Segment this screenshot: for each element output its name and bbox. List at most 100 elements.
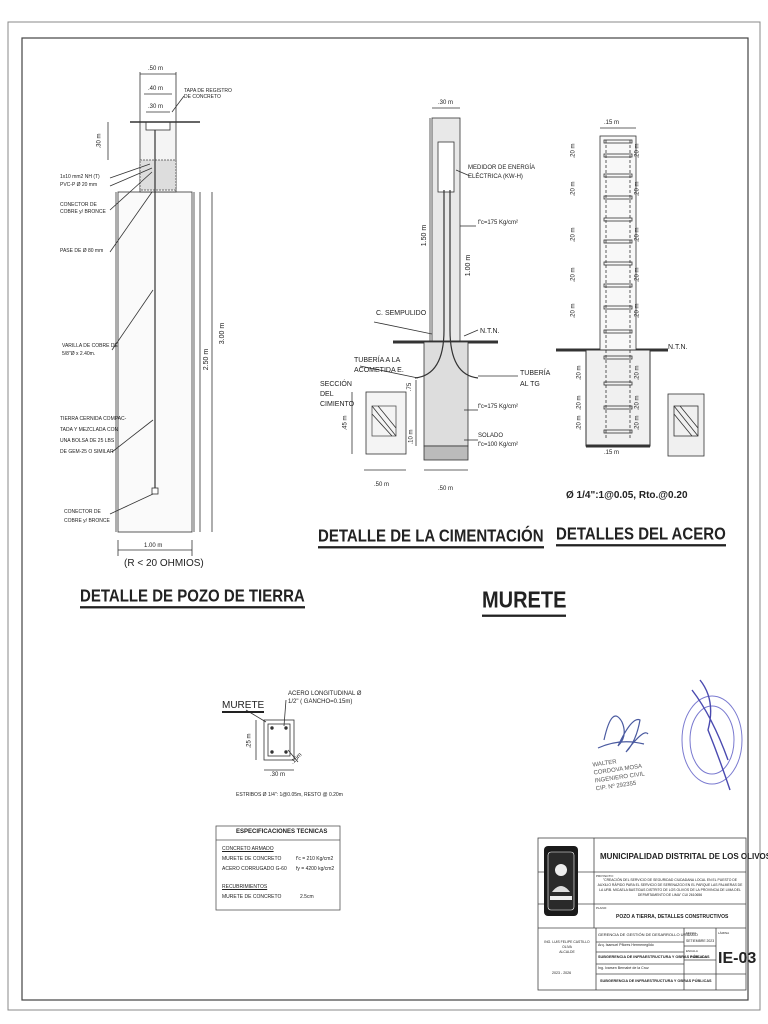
acero-spacing-label: .20 m [570, 143, 577, 159]
pozo-conector-bot-label: CONECTOR DE COBRE y/ BRONCE [64, 508, 110, 526]
acero-title: DETALLES DEL ACERO [556, 525, 726, 547]
cim-tuberia-tg-line-1: TUBERÍA [520, 370, 551, 377]
cim-medidor-label: MEDIDOR DE ENERGÍA ELÉCTRICA (KW-H) [468, 164, 535, 182]
pozo-title: DETALLE DE POZO DE TIERRA [80, 587, 305, 609]
acero-spacing-label: .20 m [634, 303, 641, 319]
cim-dim-75: .75 [407, 382, 414, 392]
acero-spacing-label: .20 m [634, 181, 641, 197]
specs-concreto-head: CONCRETO ARMADO [222, 846, 274, 852]
cim-seccion-line-2: DEL [320, 391, 334, 398]
tb-alcalde-name: ING. LUIS FELIPE CASTILLO OLIVA [544, 940, 590, 949]
pozo-dim-40: .40 m [148, 86, 164, 92]
pozo-conector-top-label: CONECTOR DE COBRE y/ BRONCE [60, 202, 106, 216]
pozo-tapa-line-1: TAPA DE REGISTRO [184, 88, 232, 94]
acero-stirrup [603, 405, 633, 410]
official-stamp [681, 679, 743, 791]
cim-solado-line-2: f'c=100 Kg/cm² [478, 442, 518, 448]
cim-seccion-line-1: SECCIÓN [320, 381, 352, 388]
cimentacion-drawing [351, 107, 518, 471]
tb-proyecto-label: PROYECTO: [596, 874, 614, 878]
acero-spacing-label: .20 m [570, 181, 577, 197]
tb-gerencia: GERENCIA DE GESTIÓN DE DESARROLLO URBANO [598, 932, 698, 937]
tb-escala-label: ESCALA [686, 949, 698, 953]
cim-dim-100: 1.00 m [465, 254, 473, 277]
acero-stirrup [603, 381, 633, 386]
cim-tuberia-acometida-line-1: TUBERÍA A LA [354, 357, 401, 364]
tb-plano-label: PLANO: [596, 906, 608, 910]
pozo-dim-30v: .30 m [96, 133, 103, 149]
cim-tuberia-tg-line-2: AL TG [520, 381, 540, 388]
murete-acero-label: ACERO LONGITUDINAL Ø 1/2" ( GANCHO=0.15m… [288, 690, 361, 706]
acero-stirrups [603, 139, 633, 434]
pozo-varilla-label: VARILLA DE COBRE DE 5/8"Ø x 2.40m. [62, 342, 118, 358]
specs-row1-label: MURETE DE CONCRETO [222, 856, 282, 862]
cim-solado-line-1: SOLADO [478, 433, 504, 439]
acero-dim-top: .15 m [604, 120, 620, 126]
murete-dim-25: .25 m [246, 733, 253, 749]
acero-spacing-label: .20 m [634, 415, 641, 431]
cim-dim-50b: .50 m [438, 486, 454, 492]
acero-estribo: Ø 1/4":1@0.05, Rto.@0.20 [566, 490, 688, 501]
pozo-tierra-line-2: TADA Y MEZCLADA CON [60, 427, 119, 433]
tb-periodo: 2023 - 2026 [552, 971, 572, 975]
acero-spacing-label: .20 m [570, 227, 577, 243]
cim-fc1: f'c=175 Kg/cm² [478, 220, 518, 226]
pozo-dim-300: 3.00 m [219, 322, 227, 345]
acero-stirrup [603, 153, 633, 158]
tb-alcalde-title: ALCALDE [559, 950, 575, 954]
outer-frame [7, 21, 761, 1011]
specs-row3-value: 2.5cm [300, 894, 314, 900]
pozo-drawing [107, 72, 213, 556]
pozo-tapa-label: TAPA DE REGISTRO DE CONCRETO [184, 88, 232, 100]
pozo-tapa-line-2: DE CONCRETO [184, 94, 221, 100]
cim-dim-30: .30 m [438, 100, 454, 106]
pozo-tierra-line-3: UNA BOLSA DE 25 LBS [60, 438, 115, 444]
tb-plano: POZO A TIERRA, DETALLES CONSTRUCTIVOS [616, 914, 729, 920]
tb-subgerencia2: SUBGERENCIA DE INFRAESTRUCTURA Y OBRAS P… [600, 979, 712, 983]
cim-dim-10: .10 m [408, 429, 415, 445]
tb-lamina: IE-03 [718, 950, 757, 967]
tb-proyecto: "CREACIÓN DEL SERVICIO DE SEGURIDAD CIUD… [597, 878, 743, 897]
tb-municipio: MUNICIPALIDAD DISTRITAL DE LOS OLIVOS [600, 852, 768, 861]
cim-fc2: f'c=175 Kg/cm² [478, 404, 518, 410]
pozo-dim-250: 2.50 m [203, 348, 211, 371]
acero-spacing-label: .20 m [570, 303, 577, 319]
acero-spacing-label: .20 m [570, 267, 577, 283]
pozo-resistencia: (R < 20 OHMIOS) [124, 558, 204, 569]
cim-tuberia-acometida: TUBERÍA A LA ACOMETIDA E. [354, 356, 404, 376]
cim-sempulido: C. SEMPULIDO [376, 310, 427, 317]
cim-seccion-line-3: CIMIENTO [320, 401, 355, 408]
acero-spacing-label: .20 m [576, 365, 583, 381]
murete-title: MURETE [482, 588, 567, 617]
murete-section [245, 699, 299, 771]
pozo-varilla-line-2: 5/8"Ø x 2.40m. [62, 351, 96, 357]
cim-solado: SOLADO f'c=100 Kg/cm² [478, 432, 518, 450]
acero-spacing-label: .20 m [634, 395, 641, 411]
pozo-conector-top-line-2: COBRE y/ BRONCE [60, 209, 106, 215]
specs-row3-label: MURETE DE CONCRETO [222, 894, 282, 900]
acero-stirrup [603, 217, 633, 222]
cim-title: DETALLE DE LA CIMENTACIÓN [318, 527, 544, 549]
tb-escala: INDICADA [690, 955, 708, 959]
cim-tuberia-tg: TUBERÍA AL TG [520, 368, 550, 390]
murete-dim-30: .30 m [270, 772, 286, 778]
pozo-varilla-line-1: VARILLA DE COBRE DE [62, 343, 118, 349]
acero-stirrup [603, 139, 633, 144]
pozo-dim-30: .30 m [148, 104, 164, 110]
acero-stirrup [603, 305, 633, 310]
acero-spacing-label: .20 m [634, 143, 641, 159]
murete-label: MURETE [222, 700, 265, 713]
acero-drawing [556, 127, 705, 457]
acero-dim-bottom: .15 m [604, 450, 620, 456]
tb-lamina-label: LÁMINA [718, 931, 730, 935]
tb-fecha-label: FECHA [686, 931, 697, 935]
pozo-conector-bot-line-1: CONECTOR DE [64, 509, 101, 515]
specs-title: ESPECIFICACIONES TECNICAS [236, 829, 328, 835]
pozo-cable-label: 1x10 mm2 NH (T) [60, 174, 100, 180]
pozo-tierra-line-4: DE GEM-25 O SIMILAR [60, 449, 114, 455]
inner-frame [21, 37, 749, 1001]
murete-estribos: ESTRIBOS Ø 1/4": 1@0.05m, RESTO @ 0.20m [236, 792, 343, 798]
tb-subgerencia: SUBGERENCIA DE INFRAESTRUCTURA Y OBRAS P… [598, 955, 710, 959]
acero-stirrup [603, 173, 633, 178]
cim-tuberia-acometida-line-2: ACOMETIDA E. [354, 367, 404, 374]
